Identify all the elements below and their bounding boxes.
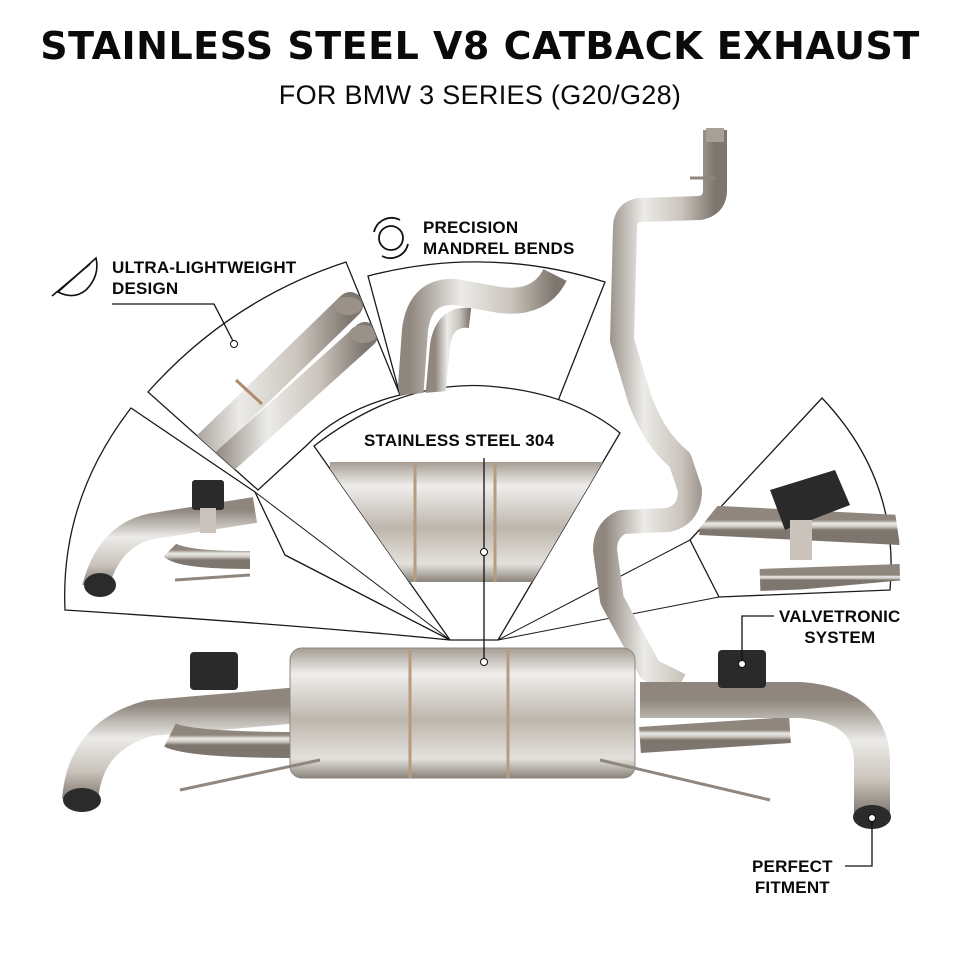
product-title: STAINLESS STEEL V8 CATBACK EXHAUST: [40, 24, 920, 68]
feather-icon: [51, 256, 98, 297]
detail-twin-pipes: [167, 292, 378, 483]
detail-right-valve: [699, 470, 901, 591]
leader-dots: [230, 340, 876, 822]
detail-mandrel-bends: [397, 268, 567, 401]
callout-bends: PRECISION MANDREL BENDS: [423, 217, 575, 259]
detail-left-valve: [82, 480, 258, 597]
callout-fitment-line1: PERFECT: [752, 857, 833, 876]
left-actuator: [190, 652, 238, 690]
right-actuator: [718, 650, 766, 688]
callout-lightweight: ULTRA-LIGHTWEIGHT DESIGN: [112, 257, 296, 299]
product-subtitle: FOR BMW 3 SERIES (G20/G28): [278, 80, 682, 110]
callout-valve: VALVETRONIC SYSTEM: [779, 606, 901, 648]
main-exhaust: [62, 128, 891, 829]
callout-fitment: PERFECT FITMENT: [752, 856, 833, 898]
callout-lightweight-line1: ULTRA-LIGHTWEIGHT: [112, 258, 297, 277]
callout-bends-line1: PRECISION: [423, 218, 519, 237]
callout-lightweight-line2: DESIGN: [112, 279, 179, 298]
circular-arrows-icon: [373, 217, 409, 259]
callout-steel: STAINLESS STEEL 304: [364, 430, 554, 451]
callout-steel-line1: STAINLESS STEEL 304: [364, 431, 555, 450]
callout-valve-line1: VALVETRONIC: [779, 607, 901, 626]
leader-lines: [112, 303, 873, 867]
callout-fitment-line2: FITMENT: [754, 878, 830, 897]
callout-valve-line2: SYSTEM: [804, 628, 876, 647]
callout-bends-line2: MANDREL BENDS: [423, 239, 575, 258]
